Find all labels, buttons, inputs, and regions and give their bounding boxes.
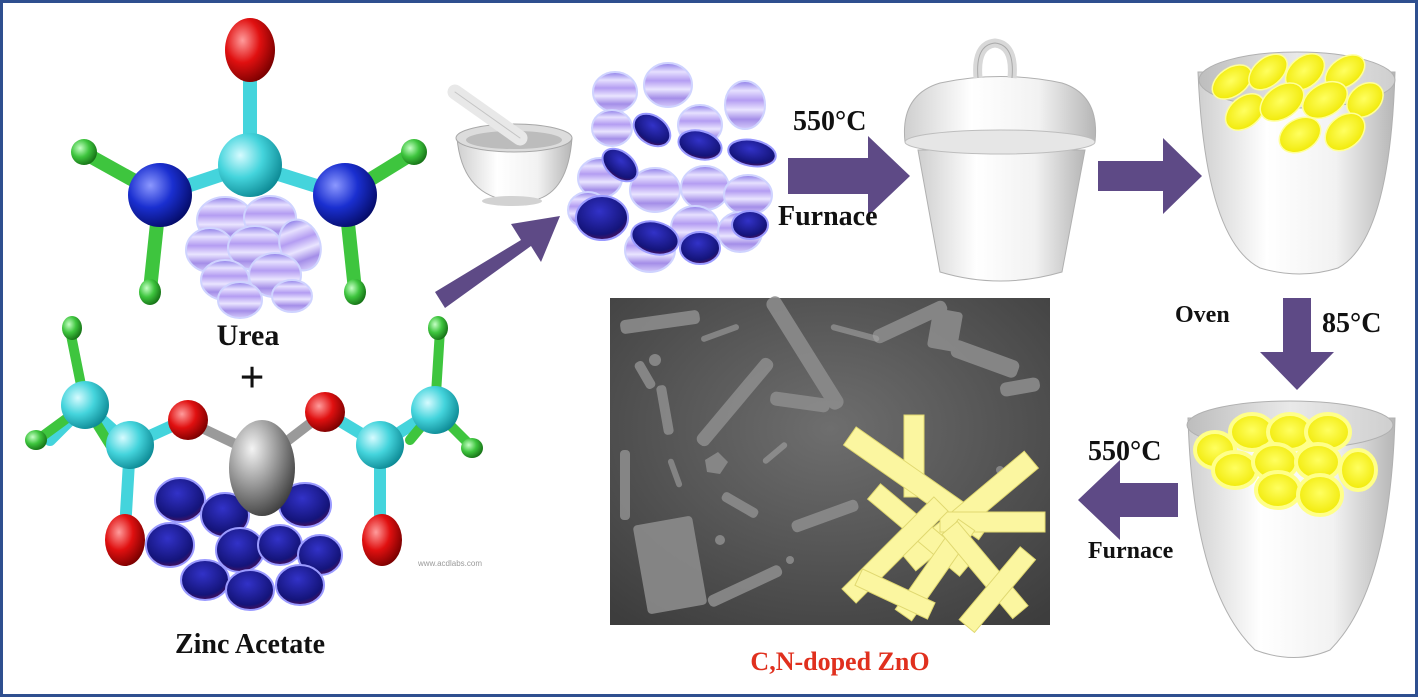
step2-temperature: 85°C xyxy=(1322,308,1381,339)
step1-method: Furnace xyxy=(778,201,878,232)
zinc-acetate-label: Zinc Acetate xyxy=(175,629,325,660)
yellow-ring-granules xyxy=(1193,412,1378,517)
zinc-atom-icon xyxy=(229,420,295,516)
urea-molecule-icon xyxy=(71,18,427,305)
mixed-granules xyxy=(567,62,777,273)
zinc-acetate-granules xyxy=(145,477,343,611)
crucible-lid-icon xyxy=(903,38,1097,282)
watermark: www.acdlabs.com xyxy=(417,559,482,568)
step3-temperature: 550°C xyxy=(1088,436,1161,467)
urea-granules xyxy=(185,195,322,319)
step2-method: Oven xyxy=(1175,302,1230,328)
arrow-furnace-1 xyxy=(788,136,910,216)
step1-temperature: 550°C xyxy=(793,106,866,137)
nanorods-icon xyxy=(841,414,1046,634)
plus-sign: + xyxy=(239,353,264,402)
product-label: C,N-doped ZnO xyxy=(750,647,929,676)
arrow-furnace-2 xyxy=(1078,460,1178,540)
arrow-to-mixture xyxy=(435,216,560,308)
mortar-pestle-icon xyxy=(447,84,573,206)
arrow-to-crucible xyxy=(1098,138,1202,214)
urea-label: Urea xyxy=(217,319,280,352)
yellow-granules-top xyxy=(1211,53,1384,154)
arrow-oven xyxy=(1260,298,1334,390)
step3-method: Furnace xyxy=(1088,538,1174,564)
